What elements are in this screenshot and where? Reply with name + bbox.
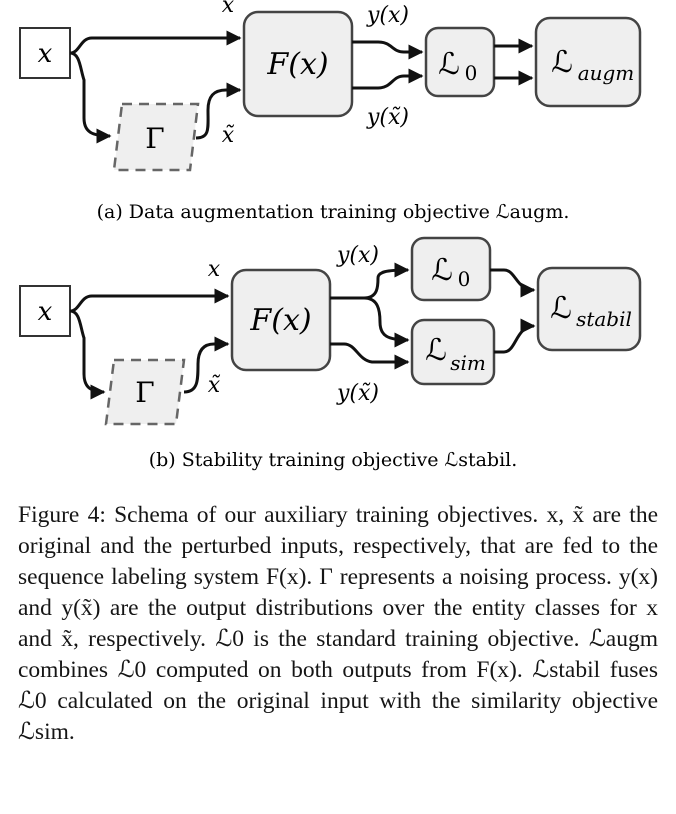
a-caption: (a) Data augmentation training objective…	[97, 201, 570, 223]
b-xtilde-label: x̃	[208, 373, 221, 398]
diagram-a: x Γ F(x) ℒ 0 ℒ augm	[19, 0, 642, 223]
a-l0-box: ℒ 0	[424, 26, 496, 98]
b-sim-sub: sim	[450, 351, 486, 375]
a-yx-label: y(x)	[366, 3, 409, 28]
b-l0-box: ℒ 0	[410, 236, 492, 302]
b-connectors	[69, 262, 536, 400]
b-sim-label: ℒ	[425, 333, 447, 368]
b-l0-label: ℒ	[431, 253, 453, 288]
b-output-sub: stabil	[576, 307, 632, 331]
a-l0-sub: 0	[465, 61, 478, 85]
a-noise-box: Γ	[112, 102, 200, 172]
b-noise-label: Γ	[135, 376, 154, 409]
diagrams-canvas: x Γ F(x) ℒ 0 ℒ augm	[19, 0, 642, 471]
a-input-box: x	[19, 27, 71, 79]
a-x-label: x	[222, 0, 235, 18]
b-caption: (b) Stability training objective ℒstabil…	[149, 449, 518, 471]
a-xtilde-label: x̃	[222, 123, 235, 148]
a-output-sub: augm	[578, 61, 635, 85]
a-model-label: F(x)	[266, 47, 328, 82]
b-sim-box: ℒ sim	[410, 318, 496, 386]
b-output-box: ℒ stabil	[536, 266, 642, 352]
b-x-label: x	[208, 257, 221, 282]
a-input-label: x	[38, 39, 53, 69]
b-noise-box: Γ	[104, 358, 186, 426]
b-output-label: ℒ	[550, 291, 572, 326]
diagram-b: x Γ F(x) ℒ 0 ℒ sim ℒ stabil	[19, 236, 642, 471]
b-model-box: F(x)	[230, 268, 332, 372]
b-yx-label: y(x)	[336, 243, 379, 268]
b-input-box: x	[19, 285, 71, 337]
figure-caption-block: Figure 4: Schema of our auxiliary traini…	[18, 500, 658, 748]
a-yxt-label: y(x̃)	[366, 105, 409, 130]
b-yxt-label: y(x̃)	[336, 381, 379, 406]
figure-caption: Figure 4: Schema of our auxiliary traini…	[18, 502, 658, 745]
a-l0-label: ℒ	[438, 47, 460, 82]
a-noise-label: Γ	[145, 122, 164, 155]
a-model-box: F(x)	[242, 10, 354, 118]
a-output-label: ℒ	[551, 45, 573, 80]
b-l0-sub: 0	[458, 267, 471, 291]
b-model-label: F(x)	[249, 303, 311, 338]
a-connectors	[69, 30, 534, 144]
a-output-box: ℒ augm	[534, 16, 642, 108]
b-input-label: x	[38, 297, 53, 327]
